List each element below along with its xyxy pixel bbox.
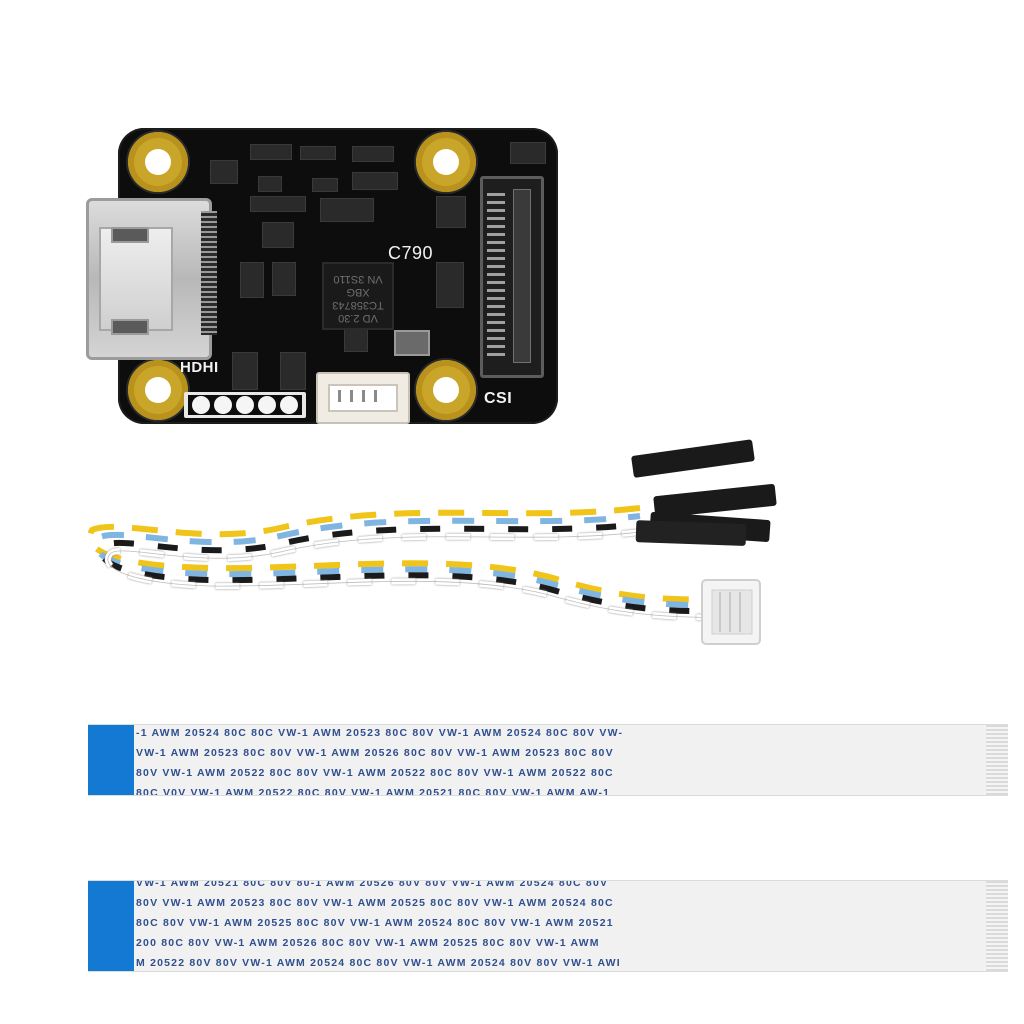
ffc-print-line: 80V VW-1 AWM 20523 80C 80V VW-1 AWM 2052… bbox=[136, 897, 614, 909]
smd-component bbox=[240, 262, 264, 298]
hdmi-latch-tab bbox=[111, 319, 149, 335]
hdmi-connector bbox=[86, 198, 217, 360]
smd-component bbox=[210, 160, 238, 184]
ffc-stiffener-tab bbox=[88, 725, 134, 795]
chip-marking-line: TC358743 bbox=[332, 299, 384, 311]
chip-marking-line: VD 2.30 bbox=[338, 312, 378, 324]
smd-component bbox=[320, 198, 374, 222]
fpc-slot bbox=[513, 189, 531, 363]
mounting-hole-top-right bbox=[416, 132, 476, 192]
pin-pad bbox=[280, 396, 298, 414]
smd-component bbox=[250, 144, 292, 160]
ffc-contacts bbox=[986, 881, 1008, 971]
jst-pins bbox=[338, 390, 384, 402]
wire-yellow bbox=[87, 505, 717, 603]
pin-pad bbox=[192, 396, 210, 414]
smd-component bbox=[258, 176, 282, 192]
ffc-print-line: VW-1 AWM 20521 80C 80V 80-1 AWM 20526 80… bbox=[136, 880, 609, 889]
pcb-board-group: VD 2.30 TC358743 XBG VN 3S110 HDHI CSI C… bbox=[0, 0, 1024, 440]
smd-component bbox=[510, 142, 546, 164]
smd-component bbox=[232, 352, 258, 390]
csi-label: CSI bbox=[484, 390, 513, 407]
ffc-stiffener-tab bbox=[88, 881, 134, 971]
ffc-print-line: 80V VW-1 AWM 20522 80C 80V VW-1 AWM 2052… bbox=[136, 767, 614, 779]
ffc-print-line: 80C 80V VW-1 AWM 20525 80C 80V VW-1 AWM … bbox=[136, 917, 614, 929]
smd-component bbox=[344, 328, 368, 352]
ffc-print-line: 80C V0V VW-1 AWM 20522 80C 80V VW-1 AWM … bbox=[136, 787, 611, 796]
hdmi-label: HDHI bbox=[180, 359, 219, 376]
smd-component bbox=[250, 196, 306, 212]
main-ic-chip: VD 2.30 TC358743 XBG VN 3S110 bbox=[322, 262, 394, 330]
pin-pad bbox=[236, 396, 254, 414]
pin-pad bbox=[214, 396, 232, 414]
dupont-housing bbox=[635, 520, 747, 546]
jst-socket bbox=[328, 384, 398, 412]
smd-component bbox=[300, 146, 336, 160]
pin-header bbox=[184, 392, 306, 418]
jst-connector bbox=[316, 372, 410, 424]
model-label: C790 bbox=[388, 243, 434, 263]
smd-component bbox=[312, 178, 338, 192]
smd-component bbox=[352, 172, 398, 190]
hdmi-pins bbox=[201, 211, 217, 335]
dupont-housing bbox=[653, 483, 777, 519]
mounting-hole-top-left bbox=[128, 132, 188, 192]
wire-black bbox=[99, 521, 717, 615]
ffc-print-line: 200 80C 80V VW-1 AWM 20526 80C 80V VW-1 … bbox=[136, 937, 600, 949]
chip-marking-line: XBG bbox=[346, 286, 370, 298]
smd-component bbox=[436, 196, 466, 228]
smd-component bbox=[272, 262, 296, 296]
jumper-cable bbox=[87, 439, 777, 645]
hdmi-latch-tab bbox=[111, 227, 149, 243]
mounting-hole-bottom-left bbox=[128, 360, 188, 420]
smd-component bbox=[352, 146, 394, 162]
fpc-pins bbox=[487, 193, 505, 359]
pin-pad bbox=[258, 396, 276, 414]
ffc-print-line: VW-1 AWM 20523 80C 80V VW-1 AWM 20526 80… bbox=[136, 747, 614, 759]
csi-fpc-connector bbox=[480, 176, 544, 378]
ffc-print-line: -1 AWM 20524 80C 80C VW-1 AWM 20523 80C … bbox=[136, 727, 624, 739]
chip-marking-line: VN 3S110 bbox=[333, 273, 383, 285]
smd-component bbox=[262, 222, 294, 248]
ffc-contacts bbox=[986, 725, 1008, 795]
crystal-oscillator bbox=[394, 330, 430, 356]
ffc-ribbon-cable-2: VW-1 AWM 20521 80C 80V 80-1 AWM 20526 80… bbox=[88, 880, 1008, 972]
ffc-ribbon-cable-1: -1 AWM 20524 80C 80C VW-1 AWM 20523 80C … bbox=[88, 724, 1008, 796]
chip-marking: VD 2.30 TC358743 XBG VN 3S110 bbox=[326, 272, 390, 324]
smd-component bbox=[280, 352, 306, 390]
hdmi-port-opening bbox=[99, 227, 173, 331]
ffc-print-line: M 20522 80V 80V VW-1 AWM 20524 80C 80V V… bbox=[136, 957, 621, 969]
mounting-hole-bottom-right bbox=[416, 360, 476, 420]
dupont-housing bbox=[631, 439, 755, 478]
smd-component bbox=[436, 262, 464, 308]
